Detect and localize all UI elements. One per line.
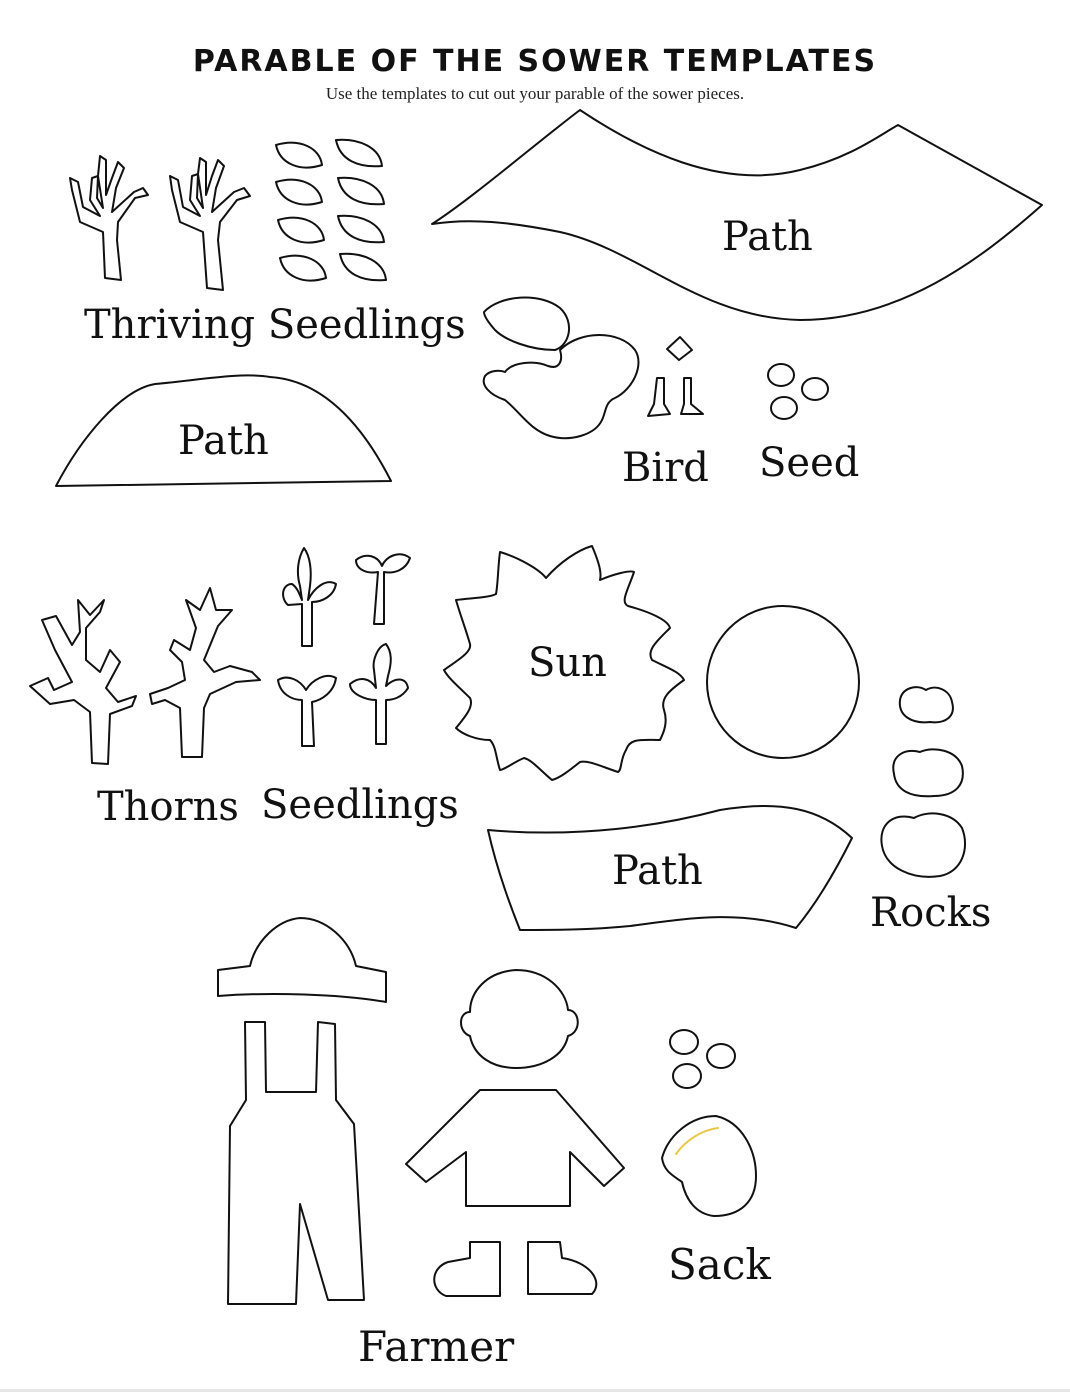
label-thriving-seedlings: Thriving Seedlings	[84, 302, 466, 348]
page-subtitle: Use the templates to cut out your parabl…	[325, 84, 745, 103]
farmer-hat-shape	[217, 917, 387, 1003]
bird-shape	[482, 296, 640, 440]
sun-shape	[443, 545, 685, 781]
seedling-sprouts	[277, 547, 411, 747]
page-title: PARABLE OF THE SOWER TEMPLATES	[192, 44, 878, 79]
rock-shapes	[880, 686, 966, 878]
bird-legs-beak	[647, 336, 704, 417]
thorn-2	[149, 587, 261, 758]
label-path-large: Path	[722, 214, 813, 260]
bottom-edge	[0, 1389, 1070, 1392]
leaf-set	[275, 138, 387, 282]
label-rocks: Rocks	[870, 890, 992, 936]
farmer-boots-shape	[433, 1241, 598, 1297]
farmer-shirt-shape	[405, 1089, 625, 1207]
sack-highlight	[675, 1127, 719, 1155]
farmer-overalls-shape	[227, 1021, 365, 1305]
label-path-small: Path	[178, 418, 269, 464]
path-small-shape	[55, 374, 392, 487]
seed-shapes	[767, 363, 829, 420]
label-sack: Sack	[668, 1240, 771, 1289]
sack-seed-shapes	[669, 1029, 736, 1089]
label-seedlings: Seedlings	[261, 782, 459, 828]
farmer-head-shape	[460, 969, 579, 1069]
round-circle-shape	[706, 605, 860, 759]
path-large-shape	[431, 109, 1043, 321]
path-middle-shape	[487, 804, 853, 931]
label-seed: Seed	[759, 440, 860, 486]
sack-shape	[661, 1115, 757, 1217]
label-farmer: Farmer	[358, 1322, 515, 1371]
label-sun: Sun	[528, 640, 607, 686]
label-path-middle: Path	[612, 848, 703, 894]
thriving-seedling-2	[169, 157, 251, 291]
label-bird: Bird	[622, 445, 709, 491]
thorn-1	[29, 599, 137, 765]
label-thorns: Thorns	[97, 784, 239, 830]
thriving-seedling-1	[69, 155, 149, 281]
